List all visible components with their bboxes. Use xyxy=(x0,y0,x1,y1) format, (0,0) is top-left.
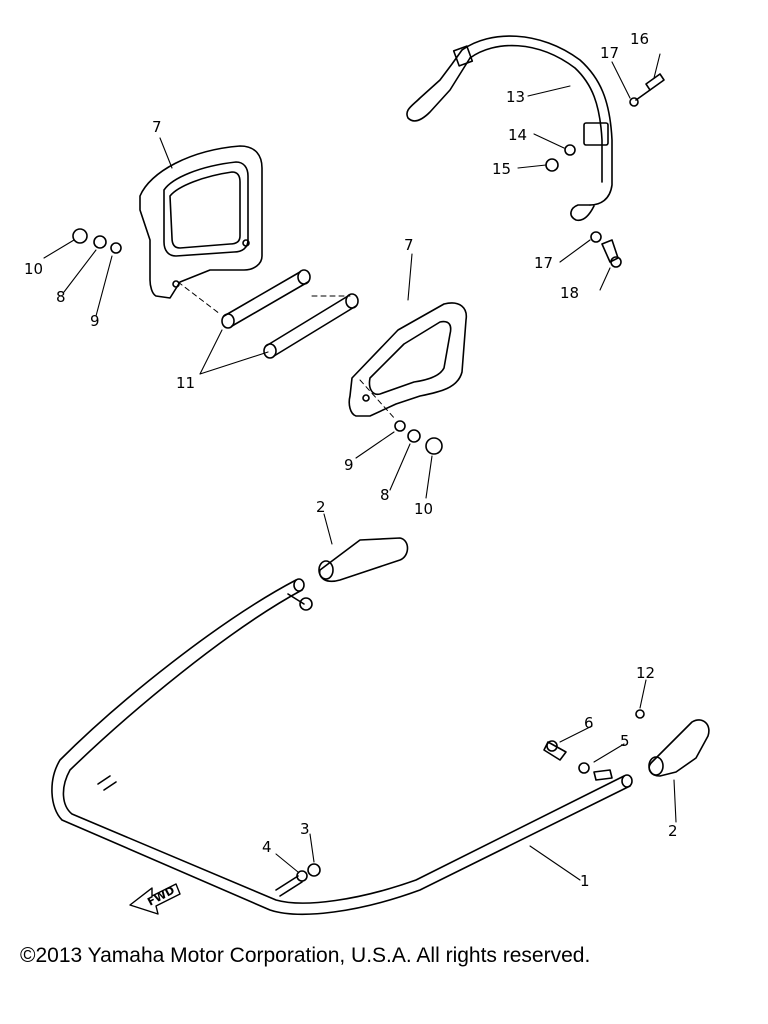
bolt-16 xyxy=(635,73,665,101)
washer-9-right xyxy=(394,420,406,432)
bumper-tube-1 xyxy=(51,578,633,916)
nut-15 xyxy=(545,158,559,172)
label-part-17-top: 17 xyxy=(600,44,619,62)
label-part-8-right: 8 xyxy=(380,486,390,504)
label-part-9-right: 9 xyxy=(344,456,354,474)
label-part-1: 1 xyxy=(580,872,590,890)
label-part-2-lower: 2 xyxy=(668,822,678,840)
fwd-arrow-icon: FWD xyxy=(129,883,181,915)
end-cap-2-lower xyxy=(648,719,710,777)
washer-8-left xyxy=(93,235,107,249)
parts-diagram: FWD 7 7 10 8 9 11 13 17 16 14 15 17 18 9… xyxy=(24,30,710,916)
label-part-12: 12 xyxy=(636,664,655,682)
label-part-3: 3 xyxy=(300,820,310,838)
spacer-11-upper xyxy=(221,269,311,329)
washer-12 xyxy=(635,709,645,719)
copyright-notice: ©2013 Yamaha Motor Corporation, U.S.A. A… xyxy=(20,944,591,967)
label-part-10-right: 10 xyxy=(414,500,433,518)
washer-4 xyxy=(296,870,308,882)
washer-9-left xyxy=(110,242,122,254)
washer-14 xyxy=(564,144,576,156)
bolt-6 xyxy=(543,740,567,761)
bolt-18 xyxy=(601,239,622,268)
bracket-7-right xyxy=(348,302,468,417)
label-part-2-upper: 2 xyxy=(316,498,326,516)
washer-8-right xyxy=(407,429,421,443)
part-labels: 7 7 10 8 9 11 13 17 16 14 15 17 18 9 8 1… xyxy=(24,30,678,890)
label-part-8-left: 8 xyxy=(56,288,66,306)
nut-3 xyxy=(307,863,321,877)
bracket-7-left xyxy=(139,145,263,299)
label-part-13: 13 xyxy=(506,88,525,106)
label-part-16: 16 xyxy=(630,30,649,48)
label-part-9-left: 9 xyxy=(90,312,100,330)
label-part-5: 5 xyxy=(620,732,630,750)
end-cap-2-upper xyxy=(318,537,409,583)
label-part-14: 14 xyxy=(508,126,527,144)
label-part-18: 18 xyxy=(560,284,579,302)
label-part-6: 6 xyxy=(584,714,594,732)
fwd-arrow-label: FWD xyxy=(145,884,177,909)
washer-17-top xyxy=(629,97,639,107)
label-part-15: 15 xyxy=(492,160,511,178)
spacer-11-lower xyxy=(263,293,359,359)
leader-lines xyxy=(43,53,677,881)
stud-5 xyxy=(593,769,613,781)
label-part-7-left: 7 xyxy=(152,118,162,136)
washer-5 xyxy=(578,762,590,774)
tube-end-bolt xyxy=(287,593,313,611)
washer-17-bottom xyxy=(590,231,602,243)
grab-handle-bar xyxy=(406,35,613,222)
label-part-11: 11 xyxy=(176,374,195,392)
label-part-17-bottom: 17 xyxy=(534,254,553,272)
label-part-7-right: 7 xyxy=(404,236,414,254)
nut-10-left xyxy=(72,228,88,244)
nut-10-right xyxy=(425,437,443,455)
label-part-10-left: 10 xyxy=(24,260,43,278)
label-part-4: 4 xyxy=(262,838,272,856)
